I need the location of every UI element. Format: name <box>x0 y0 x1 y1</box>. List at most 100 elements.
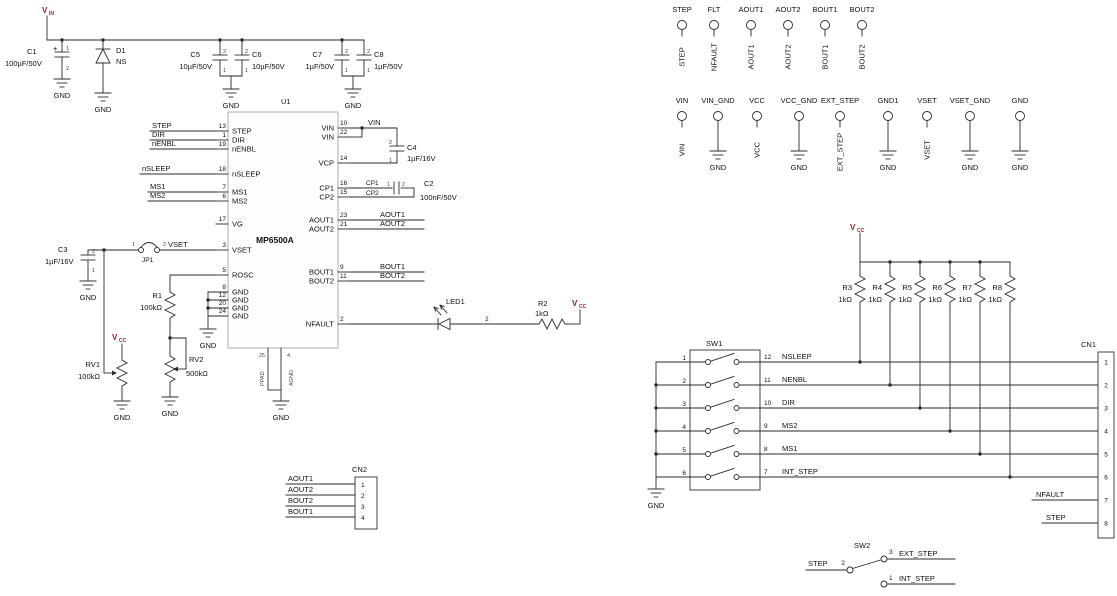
sw1-pin-l4: 4 <box>682 424 686 431</box>
tp-side-label: STEP <box>678 47 687 67</box>
testpoint-step: STEP STEP <box>672 5 692 67</box>
u1-pin-name-aout2: AOUT2 <box>309 225 334 234</box>
tp-top-label: GND <box>1012 96 1029 105</box>
vset-circuit: 2 1 C3 1µF/16V 1 2 JP1 VSET <box>45 240 217 374</box>
left-control-nets: STEP DIR nENBL nSLEEP MS1 MS2 <box>139 121 217 202</box>
r1-value: 100kΩ <box>140 303 162 312</box>
tp-side-label: AOUT2 <box>784 44 793 69</box>
vin-rail-wires <box>46 15 365 41</box>
c4-value: 1µF/16V <box>407 154 436 163</box>
u1-pin-num-cp2: 15 <box>340 189 348 196</box>
u1-pin-num-agnd: 4 <box>287 353 290 359</box>
tp-top-label: EXT_STEP <box>821 96 859 105</box>
r7-value: 1kΩ <box>958 295 972 304</box>
u1-pin-num-bout1: 9 <box>340 264 344 271</box>
net-label-step-cn1: STEP <box>1046 513 1066 522</box>
testpoint-gnd: GND GND <box>1011 96 1029 172</box>
cn1-pin-2: 2 <box>1104 383 1108 390</box>
u1-pin-num-nsleep: 18 <box>219 166 227 173</box>
c6-pin2: 2 <box>245 49 248 55</box>
u1-pin-num-ppad: 25 <box>259 353 265 359</box>
vin-power-input: V IN <box>42 6 365 42</box>
net-label-cp2: CP2 <box>366 190 379 197</box>
c7-pin1: 1 <box>345 68 348 74</box>
dip-switch-sw1: SW1 1 2 3 4 5 6 12 11 10 9 8 7 NSLEEP NE… <box>654 339 818 491</box>
net-label-ms2: MS2 <box>150 191 165 200</box>
u1-pin-name-bout2: BOUT2 <box>309 277 334 286</box>
u1-pin-num-vset: 3 <box>222 242 226 249</box>
charge-pump-c2: CP1 CP2 1 2 C2 100nF/50V <box>349 179 457 202</box>
c5-ref: C5 <box>190 50 200 59</box>
cn2-pin-3: 3 <box>361 504 365 511</box>
r2-ref: R2 <box>538 299 548 308</box>
gnd-label: GND <box>648 501 665 510</box>
gnd-label: GND <box>1012 163 1029 172</box>
cn1-pin-7: 7 <box>1104 498 1108 505</box>
r5-value: 1kΩ <box>898 295 912 304</box>
net-label-int-step: INT_STEP <box>899 574 935 583</box>
u1-pin-num-gnd3: 20 <box>219 300 227 307</box>
u1-pin-name-agnd: AGND <box>289 370 295 386</box>
c8-pin1: 1 <box>367 68 370 74</box>
net-label-dir: DIR <box>152 130 166 139</box>
connector-cn2: CN2 1 2 3 4 AOUT1 AOUT2 BOUT2 BOUT1 <box>285 465 378 530</box>
tp-top-label: VIN_GND <box>701 96 735 105</box>
capacitor-c7: 2 1 C7 1µF/50V <box>305 39 350 77</box>
rv2-value: 500kΩ <box>186 369 208 378</box>
vcc-symbol-rv1: V CC <box>112 333 127 357</box>
u1-pin-num-vin1: 10 <box>340 120 348 127</box>
c3-pin1: 1 <box>92 268 95 274</box>
tp-top-label: BOUT1 <box>812 5 837 14</box>
potentiometer-rv2: RV2 500kΩ <box>164 336 208 393</box>
vcc-sub-r2: CC <box>579 304 587 310</box>
connector-cn1: CN1 1 2 3 4 5 6 7 8 NFAULT STEP <box>1036 340 1115 539</box>
u1-gnd-bus <box>206 291 210 325</box>
testpoint-ext-step: EXT_STEP EXT_STEP <box>821 96 859 171</box>
net-label-aout1: AOUT1 <box>380 210 405 219</box>
nfault-indicator: LED1 2 R2 1kΩ V CC <box>349 297 587 331</box>
rv1-value: 100kΩ <box>78 372 100 381</box>
pullup-bank: V CC R3 1kΩ R4 1kΩ R5 1kΩ R6 1kΩ R7 1kΩ … <box>838 223 1016 479</box>
gnd-symbol-c3: GND <box>79 275 97 302</box>
u1-pin-num-dir: 1 <box>222 132 226 139</box>
gnd-label: GND <box>54 91 71 100</box>
u1-pin-num-vcp: 14 <box>340 155 348 162</box>
testpoint-gnd1: GND1 GND <box>878 96 899 172</box>
tp-top-label: VSET <box>917 96 937 105</box>
u1-pin-num-ms1: 7 <box>222 184 226 191</box>
tp-side-label: VCC <box>753 142 762 158</box>
sw1-pin-r8: 8 <box>764 446 768 453</box>
cn2-pin-4: 4 <box>361 515 365 522</box>
sw2-pin-common: 2 <box>841 560 845 567</box>
r5-ref: R5 <box>902 283 912 292</box>
c8-ref: C8 <box>374 50 384 59</box>
u1-pin-name-gnd3: GND <box>232 304 249 313</box>
u1-pin-num-ms2: 6 <box>222 193 226 200</box>
u1-pin-name-gnd4: GND <box>232 312 249 321</box>
gnd-label: GND <box>962 163 979 172</box>
c8-value: 1µF/50V <box>374 62 403 71</box>
sw2-pin-bot: 1 <box>889 575 893 582</box>
tp-top-label: BOUT2 <box>849 5 874 14</box>
r6-value: 1kΩ <box>928 295 942 304</box>
u1-pin-num-cp1: 16 <box>340 180 348 187</box>
gnd-label: GND <box>223 101 240 110</box>
sw1-pin-l3: 3 <box>682 401 686 408</box>
u1-pin-name-nenbl: nENBL <box>232 145 256 154</box>
net-label-ms1: MS1 <box>150 182 165 191</box>
jp1-pin2: 2 <box>163 242 166 248</box>
net-label-ms1-sw: MS1 <box>782 444 797 453</box>
gnd-symbol-c5c6: GND <box>222 83 240 110</box>
gnd-symbol-c1: GND <box>53 73 71 100</box>
c8-pin2: 2 <box>367 49 370 55</box>
testpoint-aout1: AOUT1 AOUT1 <box>738 5 763 70</box>
rv1-ref: RV1 <box>86 360 100 369</box>
u1-pin-name-cp2: CP2 <box>319 193 334 202</box>
gnd-label: GND <box>710 163 727 172</box>
c7-c8-gnd-wires <box>341 75 365 85</box>
sw2-pin-top: 3 <box>889 549 893 556</box>
u1-right-pin-stubs <box>337 127 351 325</box>
tp-top-label: AOUT2 <box>775 5 800 14</box>
